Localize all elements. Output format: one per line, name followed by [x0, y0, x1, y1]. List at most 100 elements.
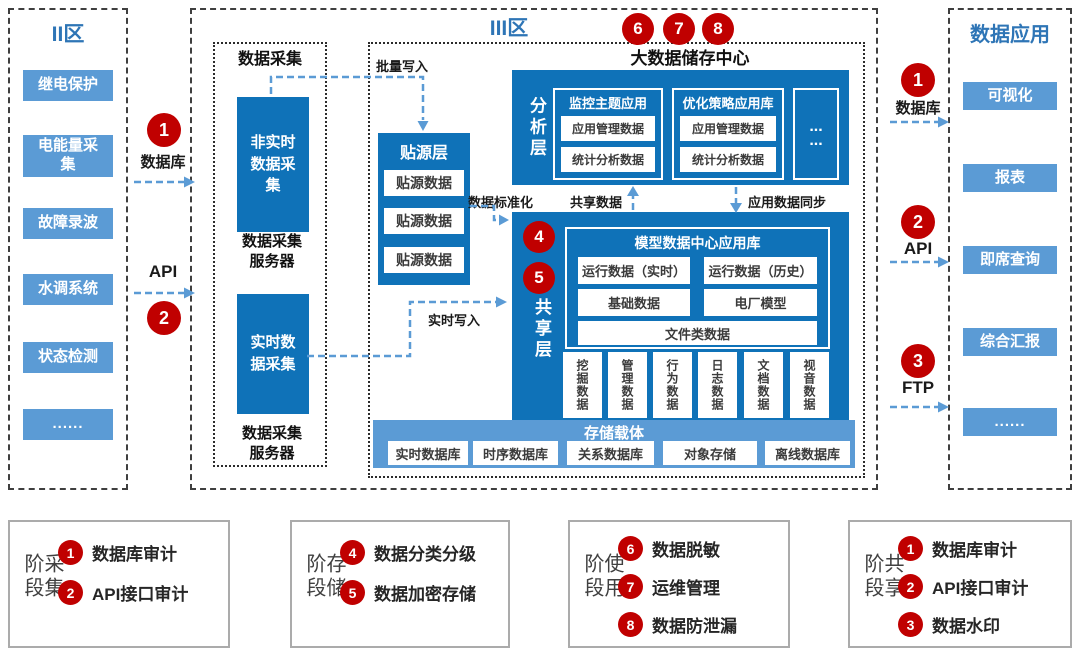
- legend-item-label: 数据库审计: [932, 541, 1017, 560]
- monitor-app-title: 监控主题应用: [568, 96, 647, 111]
- legend-badge: 4: [340, 540, 365, 565]
- legend-item: 6 数据脱敏: [618, 536, 720, 561]
- monitor-app-card: 监控主题应用 应用管理数据 统计分析数据: [553, 88, 663, 180]
- apps-panel: 数据应用 可视化 报表 即席查询 综合汇报 ......: [948, 8, 1072, 490]
- zone2-item: 状态检测: [23, 342, 113, 373]
- zone2-item: 故障录波: [23, 208, 113, 239]
- batch-write-label: 批量写入: [376, 59, 429, 74]
- legend-item-label: 运维管理: [652, 579, 720, 598]
- usage-badge-7: 7: [663, 13, 695, 45]
- legend-item-label: 数据加密存储: [374, 585, 476, 604]
- legend-badge: 7: [618, 574, 643, 599]
- app-item: 综合汇报: [963, 328, 1057, 356]
- usage-badge-6: 6: [622, 13, 654, 45]
- optimize-app-card: 优化策略应用库 应用管理数据 统计分析数据: [672, 88, 784, 180]
- legend-item-label: 数据库审计: [92, 545, 177, 564]
- legend-badge: 8: [618, 612, 643, 637]
- legend-item-label: 数据分类分级: [374, 545, 476, 564]
- app-item: 报表: [963, 164, 1057, 192]
- legend-box-collect: 采集阶段 1 数据库审计 2 API接口审计: [8, 520, 230, 648]
- optimize-app-title: 优化策略应用库: [682, 96, 774, 111]
- legend-item: 1 数据库审计: [898, 536, 1017, 561]
- storage-center-panel: [368, 42, 865, 478]
- source-layer-block: 贴源层 贴源数据 贴源数据 贴源数据: [378, 133, 470, 285]
- legend-badge: 3: [898, 612, 923, 637]
- legend-item: 5 数据加密存储: [340, 580, 476, 605]
- legend-item: 1 数据库审计: [58, 540, 177, 565]
- legend-badge: 2: [58, 580, 83, 605]
- legend-item-label: 数据水印: [932, 617, 1000, 636]
- collection-title: 数据采集: [237, 51, 302, 68]
- zone2-item: 继电保护: [23, 70, 113, 101]
- legend-item-label: API接口审计: [92, 585, 189, 604]
- left-flow-badge-1: 1: [147, 113, 181, 147]
- zone3-panel: [190, 8, 878, 490]
- data-column-box: 挖掘数据: [563, 352, 602, 418]
- legend-item: 3 数据水印: [898, 612, 1000, 637]
- left-flow-badge-2: 2: [147, 301, 181, 335]
- apps-title: 数据应用: [970, 24, 1050, 46]
- legend-phase-label: 共享阶段: [861, 553, 903, 601]
- storage-db-box: 时序数据库: [473, 441, 558, 465]
- zone2-title: II区: [51, 23, 85, 46]
- source-data-box: 贴源数据: [384, 247, 464, 273]
- more-apps-card: ... ...: [793, 88, 839, 180]
- app-item-ellipsis: ......: [963, 408, 1057, 436]
- right-flow-label-api: API: [903, 239, 933, 258]
- legend-phase-label: 采集阶段: [21, 553, 63, 601]
- legend-item-label: 数据防泄漏: [652, 617, 737, 636]
- collector-server-label-2: 数据采集服务器: [241, 425, 302, 463]
- model-db-card: 模型数据中心应用库 运行数据（实时） 运行数据（历史） 基础数据 电厂模型 文件…: [565, 227, 830, 349]
- analysis-layer-block: 分析层 监控主题应用 应用管理数据 统计分析数据 优化策略应用库 应用管理数据 …: [512, 70, 849, 185]
- usage-badge-8: 8: [702, 13, 734, 45]
- ellipsis-row: ...: [809, 132, 823, 149]
- app-item: 即席查询: [963, 246, 1057, 274]
- storage-center-title: 大数据储存中心: [630, 49, 750, 68]
- storage-carrier-band: 存储载体 实时数据库 时序数据库 关系数据库 对象存储 离线数据库: [373, 420, 855, 468]
- storage-db-box: 实时数据库: [388, 441, 468, 465]
- zone3-title: III区: [489, 17, 529, 40]
- source-layer-title: 贴源层: [399, 145, 448, 162]
- legend-badge: 2: [898, 574, 923, 599]
- realtime-write-label: 实时写入: [428, 313, 481, 328]
- legend-badge: 5: [340, 580, 365, 605]
- right-flow-badge-3: 3: [901, 344, 935, 378]
- source-data-box: 贴源数据: [384, 170, 464, 196]
- legend-item: 4 数据分类分级: [340, 540, 476, 565]
- ellipsis-row: ...: [809, 118, 823, 135]
- realtime-collector-box: 实时数据采集: [237, 294, 309, 414]
- app-data-cell: 应用管理数据: [561, 116, 655, 141]
- model-db-title: 模型数据中心应用库: [634, 235, 761, 251]
- legend-item: 2 API接口审计: [898, 574, 1028, 599]
- legend-item: 2 API接口审计: [58, 580, 188, 605]
- share-layer-title: 共享层: [532, 298, 551, 361]
- right-flow-label-ftp: FTP: [901, 378, 935, 397]
- app-data-cell: 统计分析数据: [680, 147, 776, 172]
- legend-box-share: 共享阶段 1 数据库审计 2 API接口审计 3 数据水印: [848, 520, 1072, 648]
- app-sync-label: 应用数据同步: [748, 195, 827, 210]
- data-column-box: 文档数据: [744, 352, 783, 418]
- app-data-cell: 应用管理数据: [680, 116, 776, 141]
- zone2-item: 电能量采集: [23, 135, 113, 177]
- share-data-label: 共享数据: [570, 195, 623, 210]
- legend-box-store: 存储阶段 4 数据分类分级 5 数据加密存储: [290, 520, 510, 648]
- source-data-box: 贴源数据: [384, 208, 464, 234]
- data-column-box: 视音数据: [790, 352, 829, 418]
- model-db-cell: 运行数据（实时）: [578, 257, 690, 284]
- collection-panel: 数据采集 非实时数据采集 数据采集服务器 实时数据采集 数据采集服务器: [213, 42, 327, 467]
- app-data-cell: 统计分析数据: [561, 147, 655, 172]
- legend-badge: 1: [58, 540, 83, 565]
- right-flow-badge-1: 1: [901, 63, 935, 97]
- right-flow-badge-2: 2: [901, 205, 935, 239]
- model-db-cell: 运行数据（历史）: [704, 257, 817, 284]
- storage-db-box: 关系数据库: [567, 441, 654, 465]
- storage-badge-5: 5: [523, 262, 555, 294]
- storage-carrier-title: 存储载体: [583, 425, 644, 442]
- standardize-label: 数据标准化: [468, 195, 534, 210]
- nonrealtime-collector-box: 非实时数据采集: [237, 97, 309, 232]
- analysis-layer-title: 分析层: [527, 96, 546, 159]
- legend-item-label: API接口审计: [932, 579, 1029, 598]
- legend-item: 8 数据防泄漏: [618, 612, 737, 637]
- legend-phase-label: 使用阶段: [581, 553, 623, 601]
- zone2-item: 水调系统: [23, 274, 113, 305]
